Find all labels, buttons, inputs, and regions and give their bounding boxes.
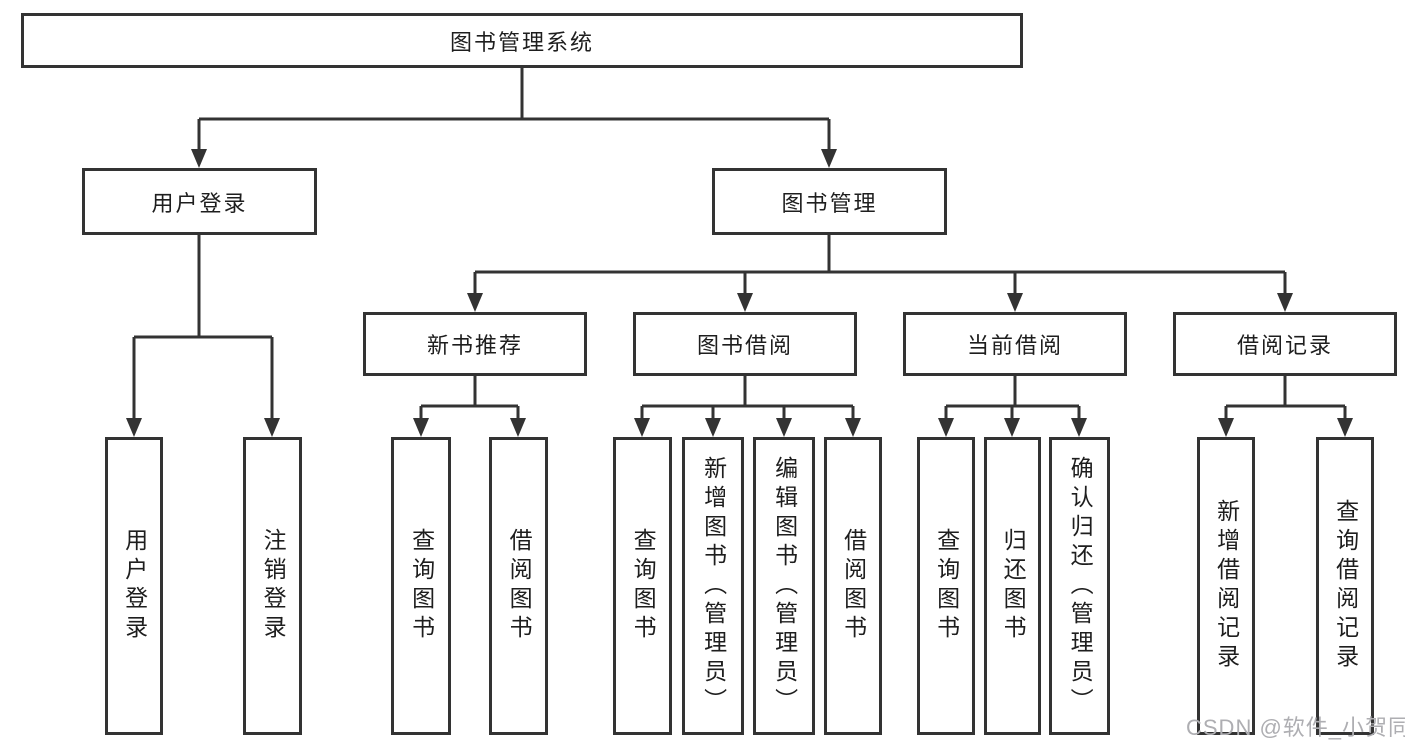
node-current-borrow: 当前借阅 [903, 312, 1127, 376]
node-user-login-action: 用户登录 [105, 437, 163, 735]
node-root-library-system: 图书管理系统 [21, 13, 1023, 68]
node-add-books-admin: 新增图书（管理员） [682, 437, 744, 735]
node-current-query-books: 查询图书 [917, 437, 975, 735]
node-user-login-module: 用户登录 [82, 168, 317, 235]
node-book-management-module: 图书管理 [712, 168, 947, 235]
tree-edges [132, 68, 1347, 419]
node-borrow-books-action: 借阅图书 [824, 437, 882, 735]
node-borrow-query-books: 查询图书 [613, 437, 672, 735]
node-query-borrow-record: 查询借阅记录 [1316, 437, 1374, 735]
node-book-borrow: 图书借阅 [633, 312, 857, 376]
node-recommend-query-books: 查询图书 [391, 437, 451, 735]
arrowheads [126, 149, 1353, 437]
csdn-watermark: CSDN @软件_小贺同学 [1186, 715, 1405, 740]
node-confirm-return-admin: 确认归还（管理员） [1049, 437, 1110, 735]
node-edit-books-admin: 编辑图书（管理员） [753, 437, 815, 735]
node-add-borrow-record: 新增借阅记录 [1197, 437, 1255, 735]
node-logout-action: 注销登录 [243, 437, 302, 735]
node-return-books: 归还图书 [984, 437, 1041, 735]
node-borrow-records: 借阅记录 [1173, 312, 1397, 376]
node-recommend-borrow-books: 借阅图书 [489, 437, 548, 735]
node-new-book-recommend: 新书推荐 [363, 312, 587, 376]
